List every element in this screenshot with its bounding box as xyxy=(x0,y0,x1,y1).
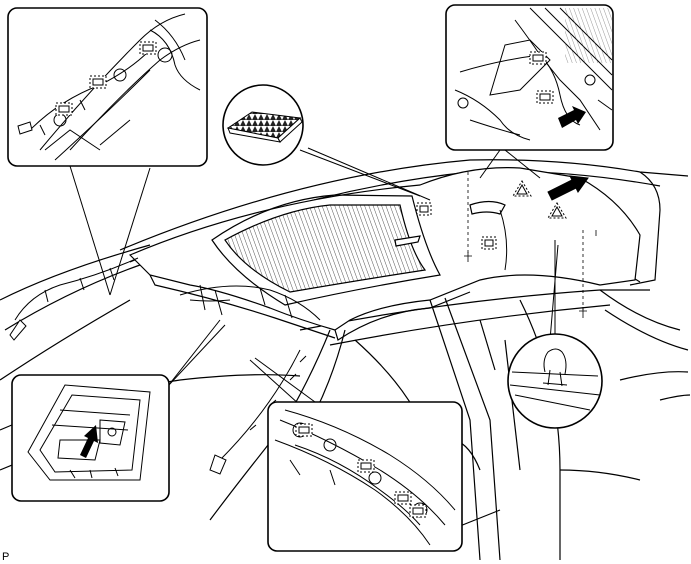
rear-clip-arrow-icon xyxy=(558,106,586,128)
callout-a-pillar-lower xyxy=(267,401,463,552)
headliner-wire-harness xyxy=(9,209,508,475)
callout-clip-closeup xyxy=(507,333,603,429)
mounting-screws xyxy=(464,172,597,318)
figure-corner-label: P xyxy=(2,551,9,563)
callout-map-lamp xyxy=(11,374,170,502)
connector-arrow-icon xyxy=(80,425,98,458)
removal-direction-arrow xyxy=(547,175,589,201)
callout-a-pillar-upper xyxy=(7,7,208,167)
callout-rear-clip xyxy=(445,4,614,151)
callout-sound-pad xyxy=(222,84,304,166)
roof-headliner xyxy=(128,167,641,341)
clip-markers-main xyxy=(416,180,567,250)
callout-leader-lines xyxy=(69,147,559,406)
